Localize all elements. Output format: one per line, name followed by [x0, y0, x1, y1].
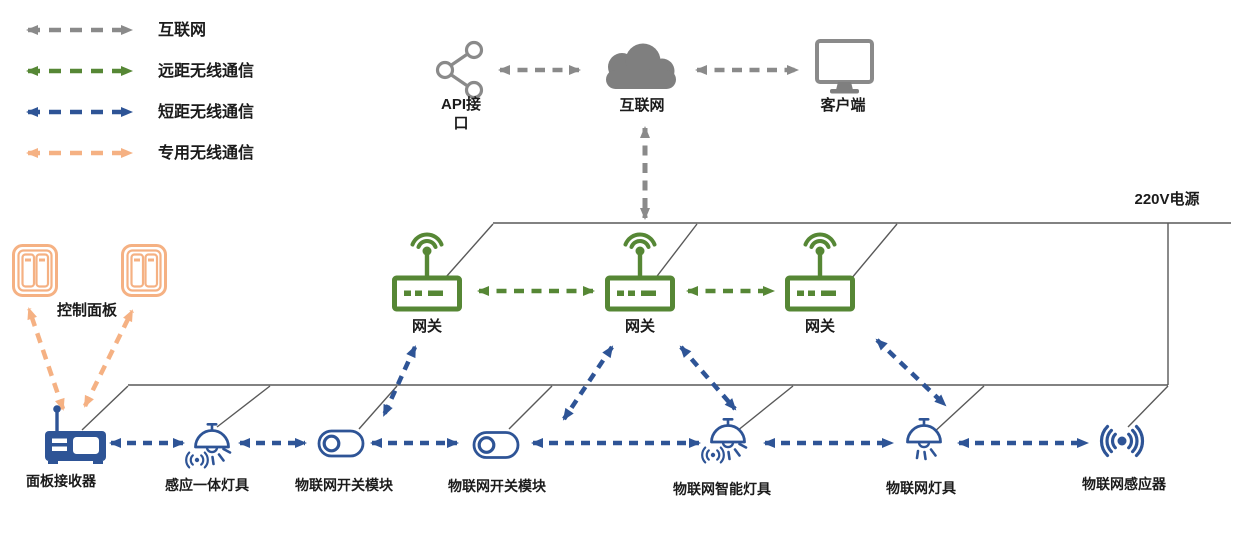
arrow-gateway3-lamp — [875, 338, 947, 407]
client-monitor-icon — [815, 39, 874, 94]
api-share-icon — [435, 40, 484, 100]
legend-label-internet: 互联网 — [158, 22, 207, 39]
gateway-2-icon — [605, 232, 675, 312]
iot-sensor-icon — [1099, 424, 1145, 458]
iot-switch-module-1-icon — [317, 429, 365, 458]
wall-switch-panel-1-icon — [12, 244, 58, 297]
sensor-lamp-icon — [185, 423, 232, 469]
arrow-gateway2-switch2 — [562, 345, 614, 421]
device-label-switch-2: 物联网开关模块 — [448, 478, 546, 494]
internet-cloud-icon — [606, 43, 676, 89]
power-drop-switch-1 — [358, 385, 398, 430]
power-drop-sensor — [1127, 385, 1169, 428]
power-drop-receiver — [81, 385, 129, 431]
arrow-gateway1-switch1 — [381, 345, 418, 417]
iot-switch-module-2-icon — [472, 431, 520, 459]
power-drop-gateway-1 — [445, 223, 494, 278]
device-label-switch-1: 物联网开关模块 — [295, 477, 393, 493]
power-drop-sensor-lamp — [216, 385, 271, 428]
internet-label: 互联网 — [619, 97, 665, 114]
power-drop-smart-lamp — [736, 385, 794, 432]
arrow-gateway2-smart-lamp — [679, 345, 737, 411]
power-label: 220V电源 — [1134, 191, 1200, 208]
client-label: 客户端 — [820, 97, 866, 114]
device-label-lamp: 物联网灯具 — [886, 480, 956, 496]
iot-smart-lamp-icon — [701, 418, 748, 464]
gateway-1-label: 网关 — [411, 318, 443, 335]
legend-label-long-range: 远距无线通信 — [158, 63, 255, 80]
power-drop-switch-2 — [508, 385, 553, 430]
device-label-sensor-lamp: 感应一体灯具 — [165, 477, 249, 493]
arrow-receiver-panel2 — [82, 309, 135, 408]
wall-switch-panel-2-icon — [121, 244, 167, 297]
gateway-2-label: 网关 — [624, 318, 656, 335]
legend-label-short-range: 短距无线通信 — [158, 104, 255, 121]
arrow-receiver-panel1 — [26, 307, 66, 411]
device-label-smart-lamp: 物联网智能灯具 — [673, 481, 771, 497]
iot-lamp-icon — [906, 418, 942, 461]
power-drop-gateway-2 — [650, 223, 698, 285]
api-label-line2: 口 — [453, 114, 469, 132]
power-drop-lamp — [931, 385, 985, 435]
api-label-line1: API接 — [440, 96, 482, 113]
device-label-panel-receiver: 面板接收器 — [26, 473, 96, 489]
legend-label-dedicated: 专用无线通信 — [158, 145, 255, 162]
control-panel-label: 控制面板 — [56, 302, 118, 319]
gateway-3-label: 网关 — [804, 318, 836, 335]
power-drop-gateway-3 — [850, 223, 898, 280]
gateway-1-icon — [392, 232, 462, 312]
panel-receiver-icon — [45, 405, 106, 464]
radio-waves-icon — [701, 446, 725, 464]
radio-waves-icon — [185, 451, 209, 469]
device-label-sensor: 物联网感应器 — [1082, 476, 1166, 492]
gateway-3-icon — [785, 232, 855, 312]
api-label: API接 口 — [441, 96, 481, 134]
